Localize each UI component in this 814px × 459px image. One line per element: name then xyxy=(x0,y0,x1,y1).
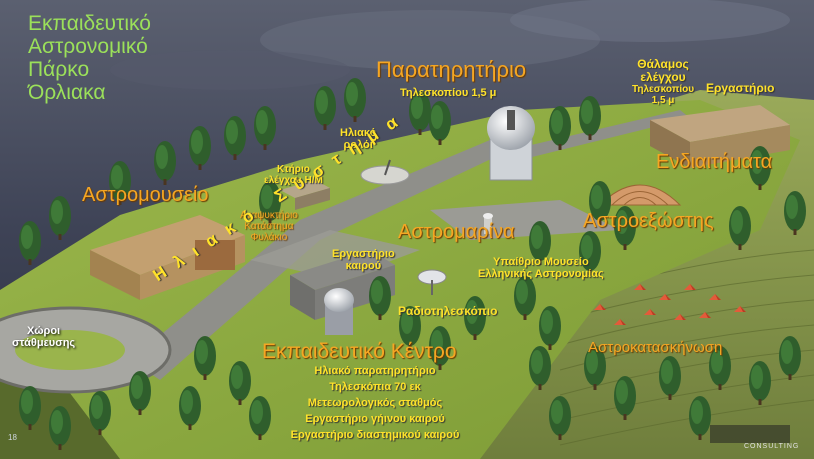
label-refreshments: Αναψυκτήριο Κατάστημα Φυλάκιο xyxy=(240,210,298,243)
park-title: Εκπαιδευτικό Αστρονομικό Πάρκο Όρλιακα xyxy=(28,12,151,104)
weather-lab-line-1: Εργαστήριο xyxy=(332,248,395,260)
label-education-center: Εκπαιδευτικό Κέντρο xyxy=(262,340,457,363)
title-line-3: Πάρκο xyxy=(28,58,90,82)
label-control-room: Θάλαμος ελέγχου Τηλεσκοπίου 1,5 μ xyxy=(632,57,695,107)
label-control-building: Κτήριο ελέγχου Η/Μ xyxy=(264,164,323,186)
education-center-items: Ηλιακό παρατηρητήριο Τηλεσκόπια 70 εκ Με… xyxy=(270,364,480,444)
education-item: Μετεωρολογικός σταθμός xyxy=(307,396,443,409)
outdoor-museum-line-1: Υπαίθριο Μουσείο xyxy=(493,256,589,268)
control-building-line-2: ελέγχου Η/Μ xyxy=(264,175,323,186)
label-accommodation: Ενδιαιτήματα xyxy=(656,151,773,173)
label-astrocamping: Αστροκατασκήνωση xyxy=(588,339,723,356)
control-room-line-3: Τηλεσκοπίου xyxy=(632,84,695,96)
education-item: Τηλεσκόπια 70 εκ xyxy=(329,380,421,393)
title-line-1: Εκπαιδευτικό xyxy=(28,12,151,35)
education-item: Ηλιακό παρατηρητήριο xyxy=(314,365,436,377)
title-line-4: Όρλιακα xyxy=(28,81,106,105)
control-room-line-1: Θάλαμος xyxy=(637,57,689,71)
slide-number: 18 xyxy=(8,433,17,442)
label-astromarina: Αστρομαρίνα xyxy=(398,221,515,243)
parking-line-1: Χώροι xyxy=(27,325,61,337)
label-astromuseum: Αστρομουσείο xyxy=(82,184,209,206)
refreshments-line-2: Κατάστημα xyxy=(244,221,294,232)
control-building-line-1: Κτήριο xyxy=(276,164,310,175)
label-workshop: Εργαστήριο xyxy=(706,81,775,95)
weather-lab-line-2: καιρού xyxy=(345,260,382,273)
label-observatory-sub: Τηλεσκοπίου 1,5 μ xyxy=(400,87,497,99)
label-parking: Χώροι στάθμευσης xyxy=(12,325,75,349)
title-line-2: Αστρονομικό xyxy=(28,35,148,59)
refreshments-line-1: Αναψυκτήριο xyxy=(240,210,298,221)
logo-subtext: CONSULTING xyxy=(744,443,800,450)
label-observatory: Παρατηρητήριο xyxy=(376,57,527,82)
label-solar-clock: Ηλιακό ρολόι xyxy=(340,127,376,151)
solar-clock-line-1: Ηλιακό xyxy=(340,127,377,139)
label-weather-lab: Εργαστήριο καιρού xyxy=(332,248,395,272)
solar-clock-line-2: ρολόι xyxy=(343,139,373,152)
label-astroexostis: Αστροεξώστης xyxy=(583,210,714,232)
label-radio-telescope: Ραδιοτηλεσκόπιο xyxy=(398,304,498,318)
refreshments-line-3: Φυλάκιο xyxy=(250,232,288,243)
outdoor-museum-line-2: Ελληνικής Αστρονομίας xyxy=(478,268,604,281)
parking-line-2: στάθμευσης xyxy=(12,337,76,350)
control-room-line-2: ελέγχου xyxy=(640,70,686,85)
education-item: Εργαστήριο γήινου καιρού xyxy=(305,412,445,425)
label-outdoor-museum: Υπαίθριο Μουσείο Ελληνικής Αστρονομίας xyxy=(478,256,604,280)
education-item: Εργαστήριο διαστημικού καιρού xyxy=(290,428,460,441)
control-room-line-4: 1,5 μ xyxy=(651,95,675,107)
